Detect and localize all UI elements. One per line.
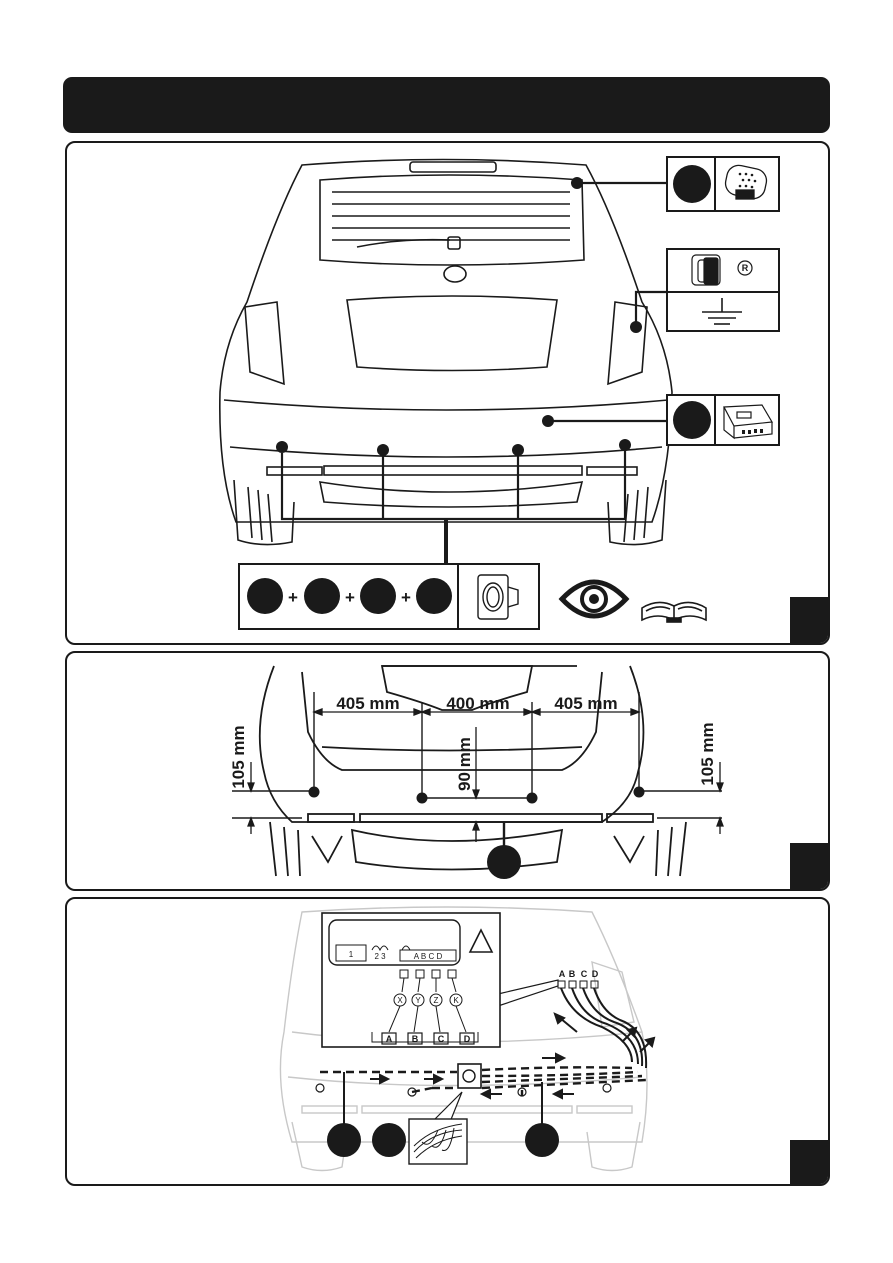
plug-label-a: A [386, 1034, 393, 1044]
wire-label-x: X [397, 996, 403, 1005]
sensors-box: + + + [238, 563, 540, 630]
direction-arrows [370, 1012, 656, 1100]
plug-label-b: B [412, 1034, 419, 1044]
wire-label-z: Z [434, 996, 439, 1005]
sensor-spacing-diagram: 405 mm 400 mm 405 mm 105 mm 90 mm 105 mm [229, 665, 724, 879]
plus-sign: + [401, 588, 411, 607]
connector-label-a: A [559, 969, 566, 979]
sensor-position-1 [308, 786, 320, 798]
reverse-label: R [742, 263, 749, 273]
panel-corner-mark [790, 597, 828, 643]
sensor-point-3 [512, 444, 524, 456]
wiring-lines [280, 181, 667, 564]
connector-label-d: D [592, 969, 599, 979]
connector-slot-1: 1 [349, 950, 354, 959]
car-rear-diagram: R [219, 156, 780, 630]
connector-plugs [557, 980, 599, 989]
buzzer-icon [724, 164, 768, 200]
dimension-left-spacing: 405 mm [336, 694, 399, 713]
step-markers [327, 1072, 559, 1157]
step-marker [673, 165, 711, 203]
connector-slot-2-3: 2 3 [374, 952, 386, 961]
sensor-position-4 [633, 786, 645, 798]
panel-wiring: 1 2 3 A B C D [65, 897, 830, 1186]
control-unit-icon [723, 404, 773, 440]
parking-sensor-icon [477, 574, 519, 620]
car-body [219, 158, 673, 546]
sensor-position-3 [526, 792, 538, 804]
drill-marker [487, 845, 521, 879]
fuse-connector-callout: 1 2 3 A B C D [321, 912, 559, 1048]
dimension-right-height: 105 mm [698, 722, 717, 785]
step-marker-tie [372, 1123, 406, 1157]
wire-label-k: K [453, 996, 459, 1005]
panel-installation-overview: R [65, 141, 830, 645]
wiring-diagram: 1 2 3 A B C D [279, 906, 656, 1172]
cable-tie-callout [408, 1091, 468, 1165]
gear-shift-icon [691, 254, 753, 286]
plug-pins [371, 969, 479, 1043]
connector-label-b: B [569, 969, 576, 979]
plus-sign: + [288, 588, 298, 607]
step-marker-cable [327, 1123, 361, 1157]
plug-label-d: D [464, 1034, 471, 1044]
dimension-left-height: 105 mm [229, 725, 248, 788]
reverse-ground-box: R [666, 248, 780, 332]
step-marker [673, 401, 711, 439]
ground-icon [702, 298, 742, 325]
wire-label-y: Y [415, 996, 421, 1005]
bumper-outline [258, 665, 687, 877]
buzzer-box [666, 156, 780, 212]
dimension-arrows [247, 708, 724, 834]
plus-sign: + [345, 588, 355, 607]
connector-label-c: C [581, 969, 588, 979]
control-unit-connector [328, 919, 461, 966]
warning-triangle-icon [468, 928, 494, 953]
dashed-cable-route [320, 1066, 647, 1096]
plug-label-c: C [438, 1034, 445, 1044]
dimension-middle-spacing: 400 mm [446, 694, 509, 713]
sensor-marker-4 [416, 578, 452, 614]
cable-tie-icon [413, 1123, 463, 1159]
sensor-marker-2 [304, 578, 340, 614]
panel-corner-mark [790, 843, 828, 889]
connector-sensor-ports: A B C D [414, 952, 443, 961]
panel-corner-mark [790, 1140, 828, 1184]
sensor-points [276, 177, 642, 456]
header-bar [63, 77, 830, 133]
dimension-right-spacing: 405 mm [554, 694, 617, 713]
manual-book-icon [641, 601, 707, 623]
sensor-marker-3 [360, 578, 396, 614]
sensor-holes [315, 1083, 612, 1097]
step-marker-route [525, 1123, 559, 1157]
sensor-point-2 [377, 444, 389, 456]
eye-icon [558, 579, 630, 619]
reference-lines [232, 692, 722, 854]
dimension-center-height: 90 mm [455, 737, 474, 791]
control-unit [457, 1063, 482, 1089]
sensor-point-1 [276, 441, 288, 453]
panel-sensor-placement: 405 mm 400 mm 405 mm 105 mm 90 mm 105 mm [65, 651, 830, 891]
sensor-position-2 [416, 792, 428, 804]
sensor-marker-1 [247, 578, 283, 614]
sensor-point-4 [619, 439, 631, 451]
control-unit-box [666, 394, 780, 446]
sensor-positions [308, 786, 645, 879]
